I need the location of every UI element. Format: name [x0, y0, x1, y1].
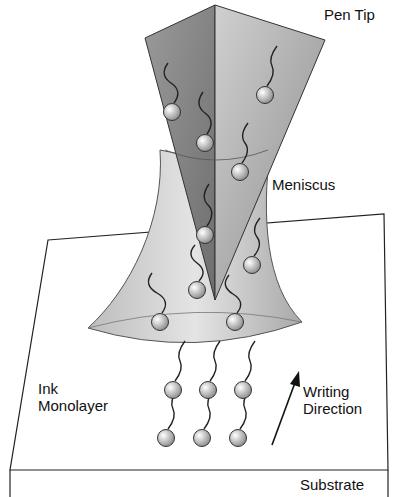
meniscus-label: Meniscus — [272, 176, 362, 193]
molecule-head — [189, 282, 206, 299]
pen-tip-face — [145, 5, 215, 300]
substrate-edge — [9, 470, 10, 497]
molecule-tail — [175, 341, 185, 381]
substrate-label: Substrate — [300, 476, 386, 493]
molecule-head — [165, 382, 182, 399]
molecule-tail — [225, 275, 240, 313]
molecule-tail — [191, 245, 203, 281]
molecule-head — [158, 430, 175, 447]
monolayer-label: Ink Monolayer — [38, 380, 118, 415]
arrow-head — [290, 371, 300, 387]
molecule-head — [235, 382, 252, 399]
molecule-tail — [199, 92, 211, 134]
direction-arrow — [272, 380, 296, 445]
molecule-head — [232, 164, 249, 181]
molecule-head — [227, 314, 244, 331]
meniscus-rim — [88, 312, 302, 328]
molecule-tail — [242, 123, 248, 163]
substrate-edge — [387, 470, 388, 497]
molecule-head — [152, 314, 169, 331]
molecule-head — [244, 257, 261, 274]
molecule-head — [194, 430, 211, 447]
molecule-head — [197, 135, 214, 152]
pen-tip-face — [215, 5, 325, 300]
molecule-head — [164, 104, 181, 121]
meniscus-top — [165, 150, 268, 160]
molecule-head — [230, 430, 247, 447]
molecule-tail — [254, 218, 260, 256]
molecule-head — [197, 227, 214, 244]
molecule-tail — [148, 273, 165, 313]
molecule-tail — [204, 184, 212, 226]
direction-label: Writing Direction — [303, 383, 381, 418]
molecule-tail — [245, 341, 255, 381]
molecule-head — [200, 382, 217, 399]
molecule-tail — [267, 46, 277, 86]
molecule-tail — [210, 341, 220, 381]
tip-label: Pen Tip — [324, 6, 388, 23]
ink-molecules — [148, 46, 277, 447]
molecule-head — [257, 87, 274, 104]
molecule-tail — [164, 63, 178, 103]
